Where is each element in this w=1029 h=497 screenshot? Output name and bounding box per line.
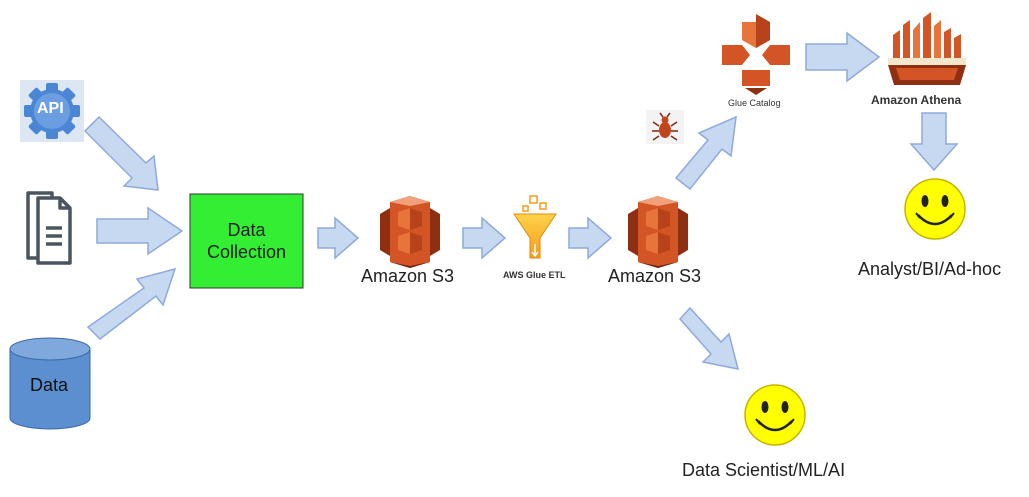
glue-catalog-label: Glue Catalog <box>728 98 781 108</box>
athena-label: Amazon Athena <box>871 93 962 107</box>
database-label: Data <box>30 375 69 395</box>
athena-icon <box>888 12 966 85</box>
arrow-s3-to-glue-etl <box>462 216 507 260</box>
crawler-bug-icon <box>646 110 684 144</box>
arrow-db-to-collection <box>86 267 177 340</box>
glue-catalog-icon <box>722 14 790 95</box>
api-label: API <box>37 100 64 117</box>
glue-etl-funnel-icon <box>513 195 557 259</box>
arrow-athena-to-analyst <box>909 112 959 172</box>
data-collection-box <box>189 193 304 289</box>
s3-bucket-icon-first <box>380 196 440 268</box>
arrow-docs-to-collection <box>96 206 184 256</box>
arrow-s3-to-catalog <box>674 115 737 191</box>
arrow-collection-to-s3 <box>317 216 360 260</box>
arrow-catalog-to-athena <box>805 31 881 83</box>
glue-etl-label: AWS Glue ETL <box>503 270 566 280</box>
s3-bucket-icon-second <box>628 196 688 268</box>
arrow-glue-etl-to-s3 <box>568 216 613 260</box>
arrow-s3-to-data-scientist <box>678 306 740 370</box>
database-icon <box>9 337 91 430</box>
analyst-label: Analyst/BI/Ad-hoc <box>858 259 1002 279</box>
analyst-smiley-icon <box>903 177 967 241</box>
data-scientist-smiley-icon <box>743 383 807 447</box>
data-scientist-label: Data Scientist/ML/AI <box>682 460 846 480</box>
documents-icon <box>26 191 72 265</box>
flow-arrows <box>83 31 959 370</box>
data-collection-label: Data Collection <box>190 194 303 288</box>
api-gear-icon <box>20 80 84 142</box>
data-collection-label-line1: Data <box>227 220 266 240</box>
data-collection-label-line2: Collection <box>206 242 287 262</box>
arrow-api-to-collection <box>83 115 159 191</box>
s3-second-label: Amazon S3 <box>608 266 702 286</box>
s3-first-label: Amazon S3 <box>361 266 455 286</box>
